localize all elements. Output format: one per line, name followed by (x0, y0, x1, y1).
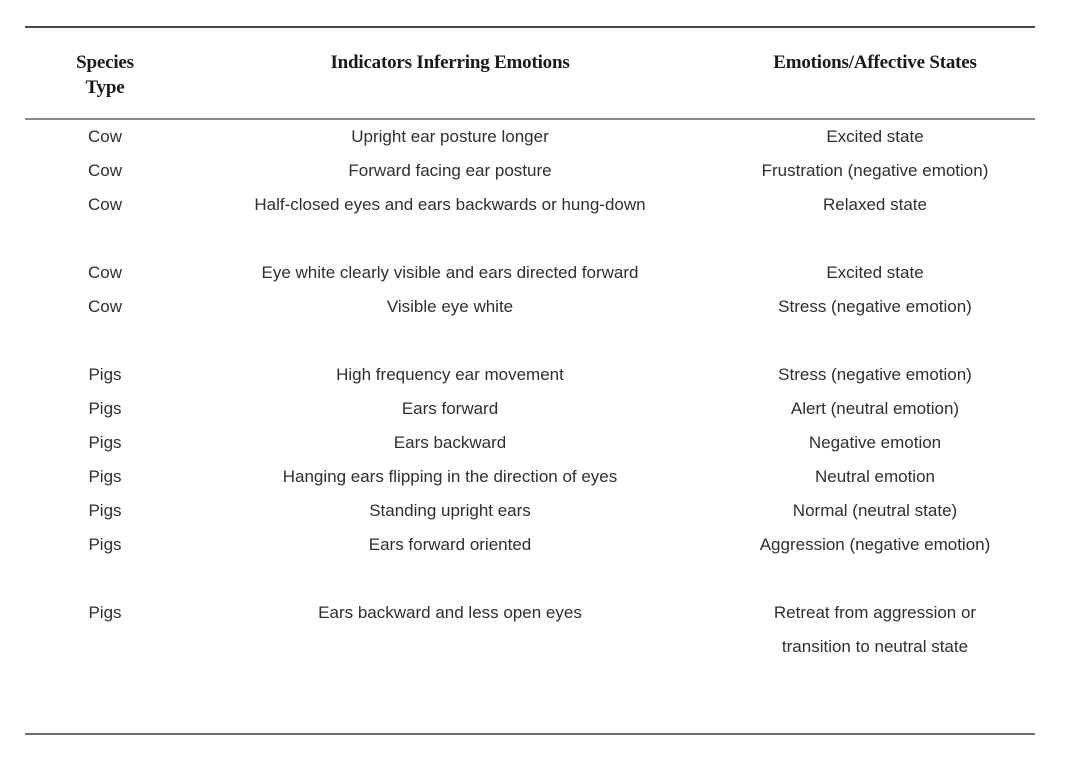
cell-species-type (25, 222, 185, 256)
cell-indicator (185, 222, 715, 256)
cell-emotion-line: Excited state (826, 127, 924, 146)
cell-emotion: Stress (negative emotion) (715, 358, 1035, 392)
cell-emotion-line: Alert (neutral emotion) (790, 399, 960, 418)
cell-species-type (25, 324, 185, 358)
cell-emotion: Neutral emotion (715, 460, 1035, 494)
cell-indicator: Standing upright ears (369, 501, 531, 520)
table-row: Cow Eye white clearly visible and ears di… (25, 256, 1035, 290)
cell-indicator: Eye white clearly visible and ears direc… (261, 263, 639, 282)
cell-emotion-line: Aggression (negative emotion) (759, 535, 991, 554)
cell-emotion: Negative emotion (715, 426, 1035, 460)
table-row: Cow Visible eye white Stress (negative emo… (25, 290, 1035, 324)
header-line-indicators: Indicators Inferring Emotions (330, 52, 570, 73)
cell-indicator: Ears forward oriented (368, 535, 532, 554)
cell-emotion-line: Stress (negative emotion) (778, 365, 972, 384)
column-header-species-type: Species Type (25, 27, 185, 120)
column-header-indicators: Indicators Inferring Emotions (185, 27, 715, 120)
cell-species-type: Pigs (88, 603, 122, 622)
cell-emotion-line: Neutral emotion (814, 467, 935, 486)
table-row: Pigs Hanging ears flipping in the directi… (25, 460, 1035, 494)
table-row: Pigs Standing upright ears Normal (neutral… (25, 494, 1035, 528)
cell-species-type: Pigs (88, 501, 122, 520)
cell-indicator: Forward facing ear posture (348, 161, 552, 180)
cell-species-type: Pigs (88, 535, 122, 554)
cell-emotion (715, 562, 1035, 596)
species-emotions-table: Species Type Indicators Inferring Emotio… (25, 26, 1035, 664)
cell-emotion: Stress (negative emotion) (715, 290, 1035, 324)
header-line-emotions: Emotions/Affective States (773, 52, 977, 73)
cell-emotion-line: Excited state (826, 263, 924, 282)
cell-emotion: Excited state (715, 256, 1035, 290)
cell-indicator: High frequency ear movement (336, 365, 564, 384)
cell-emotion: Alert (neutral emotion) (715, 392, 1035, 426)
cell-emotion: Aggression (negative emotion) (715, 528, 1035, 562)
cell-emotion: Normal (neutral state) (715, 494, 1035, 528)
table-header: Species Type Indicators Inferring Emotio… (25, 27, 1035, 120)
table-spacer-row (25, 324, 1035, 358)
table-row: Cow Upright ear posture longer Excited sta… (25, 119, 1035, 154)
table-row: Cow Half-closed eyes and ears backwards o… (25, 188, 1035, 222)
cell-emotion-line: Stress (negative emotion) (778, 297, 972, 316)
cell-indicator (185, 324, 715, 358)
table-row: Pigs Ears backward Negative emotion (25, 426, 1035, 460)
cell-emotion: Relaxed state (715, 188, 1035, 222)
cell-emotion-line: Retreat from aggression or (773, 603, 977, 622)
column-header-emotions: Emotions/Affective States (715, 27, 1035, 120)
cell-species-type: Cow (87, 297, 122, 316)
cell-emotion-line: Negative emotion (808, 433, 942, 452)
cell-species-type: Cow (87, 127, 122, 146)
cell-indicator: Half-closed eyes and ears backwards or h… (254, 195, 646, 214)
header-line-type: Type (85, 77, 125, 98)
cell-emotion: Frustration (negative emotion) (715, 154, 1035, 188)
table-row: Pigs High frequency ear movement Stress (n… (25, 358, 1035, 392)
header-line-species: Species (76, 52, 134, 73)
cell-species-type: Pigs (88, 467, 122, 486)
cell-species-type: Cow (87, 195, 122, 214)
cell-indicator: Ears backward (393, 433, 507, 452)
cell-species-type: Cow (87, 263, 122, 282)
cell-emotion-line: Frustration (negative emotion) (761, 161, 989, 180)
cell-species-type: Pigs (88, 433, 122, 452)
table-row: Pigs Ears backward and less open eyes Retr… (25, 596, 1035, 664)
table-container: Species Type Indicators Inferring Emotio… (25, 26, 1035, 664)
cell-indicator: Ears forward (401, 399, 499, 418)
header-row: Species Type Indicators Inferring Emotio… (25, 27, 1035, 120)
cell-emotion (715, 222, 1035, 256)
cell-indicator: Upright ear posture longer (351, 127, 549, 146)
table-row: Cow Forward facing ear posture Frustration… (25, 154, 1035, 188)
table-row: Pigs Ears forward Alert (neutral emotion) (25, 392, 1035, 426)
table-spacer-row (25, 562, 1035, 596)
cell-emotion-line: Normal (neutral state) (792, 501, 958, 520)
cell-species-type: Pigs (88, 399, 122, 418)
cell-emotion: Retreat from aggression or transition to … (715, 596, 1035, 664)
cell-indicator: Ears backward and less open eyes (318, 603, 582, 622)
cell-species-type (25, 562, 185, 596)
cell-indicator: Visible eye white (386, 297, 514, 316)
cell-indicator: Hanging ears flipping in the direction o… (282, 467, 618, 486)
cell-indicator (185, 562, 715, 596)
table-spacer-row (25, 222, 1035, 256)
cell-species-type: Cow (87, 161, 122, 180)
table-row: Pigs Ears forward oriented Aggression (neg… (25, 528, 1035, 562)
cell-species-type: Pigs (88, 365, 122, 384)
cell-emotion (715, 324, 1035, 358)
table-bottom-rule (25, 733, 1035, 735)
cell-emotion-line: Relaxed state (823, 195, 927, 214)
cell-emotion-line: transition to neutral state (781, 637, 969, 656)
cell-emotion: Excited state (715, 119, 1035, 154)
